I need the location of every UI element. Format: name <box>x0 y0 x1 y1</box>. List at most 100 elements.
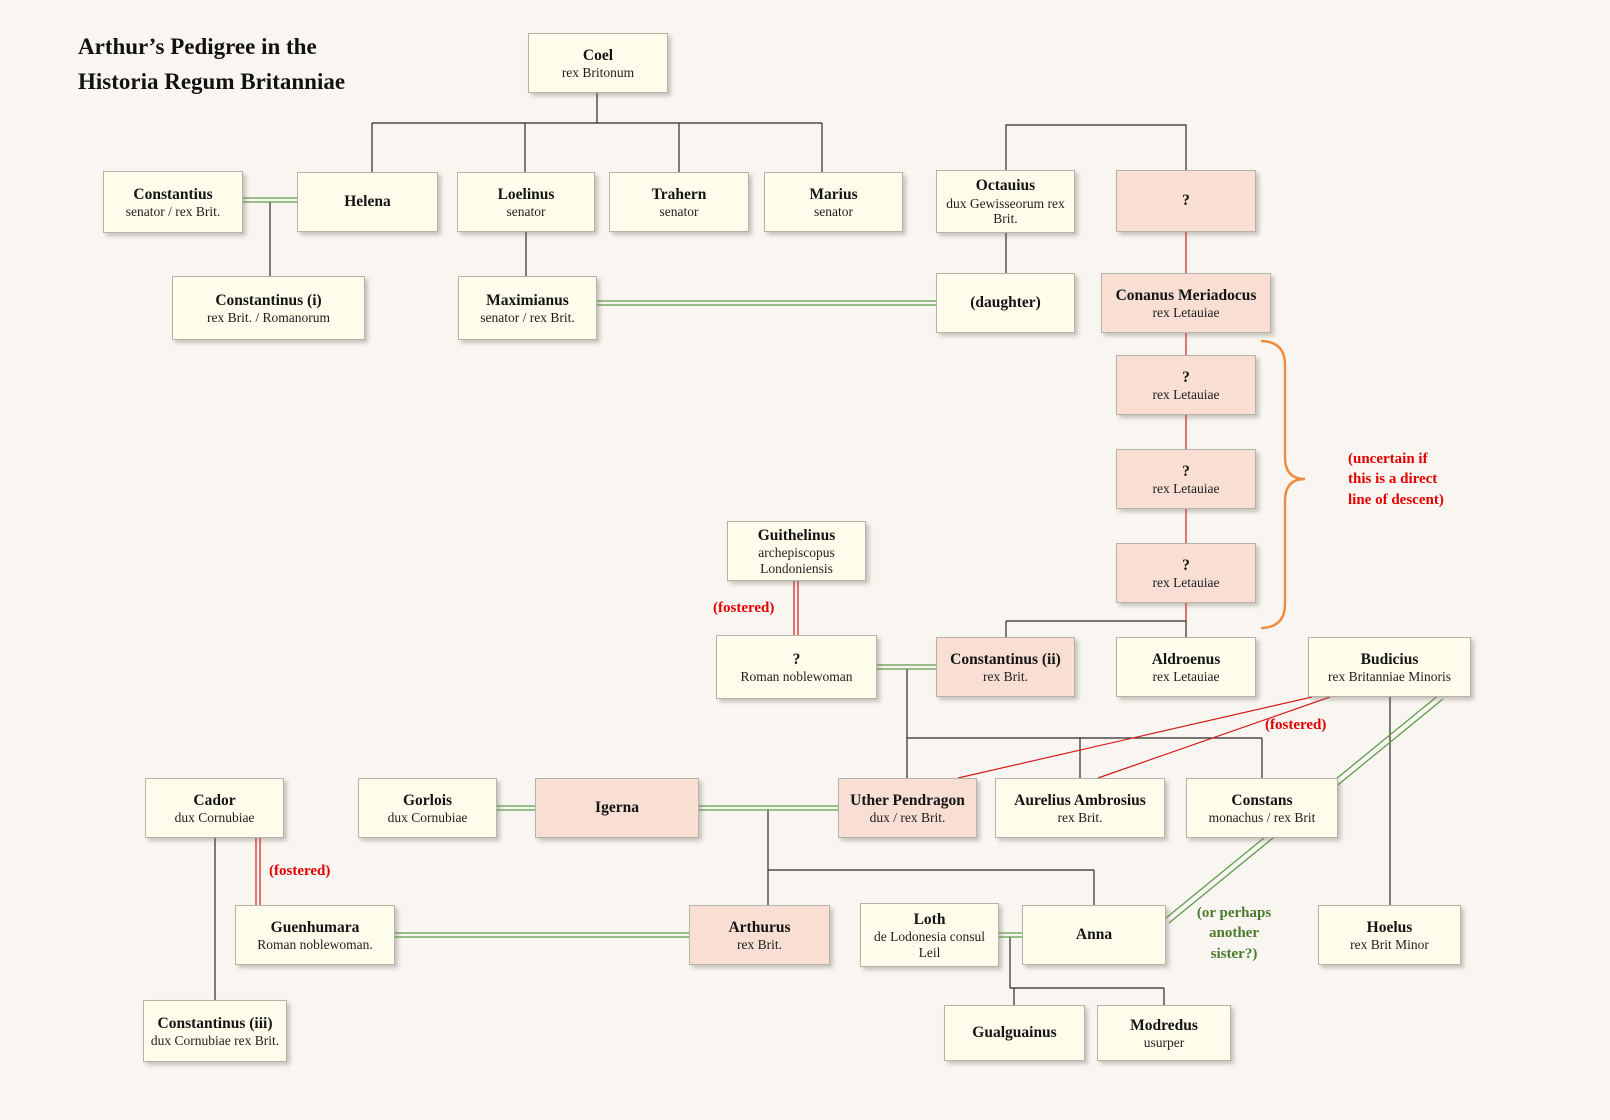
diagram-title: Arthur’s Pedigree in the Historia Regum … <box>78 34 346 94</box>
node-detail: dux Cornubiae <box>174 809 255 825</box>
node-detail: dux / rex Brit. <box>869 809 946 825</box>
node-detail: senator / rex Brit. <box>125 203 221 219</box>
node-detail: dux Cornubiae rex Brit. <box>150 1032 280 1048</box>
node-guithelinus: Guithelinus archepiscopus Londoniensis <box>727 521 866 581</box>
node-name: Constantinus (i) <box>215 291 322 309</box>
node-coel: Coel rex Britonum <box>528 33 668 93</box>
node-constantinus-ii: Constantinus (ii) rex Brit. <box>936 637 1075 697</box>
node-modredus: Modredus usurper <box>1097 1005 1231 1061</box>
node-marius: Marius senator <box>764 172 903 232</box>
node-detail: rex Letauiae <box>1152 304 1220 320</box>
node-igerna: Igerna <box>535 778 699 838</box>
node-detail: rex Letauiae <box>1152 574 1220 590</box>
node-aldroenus: Aldroenus rex Letauiae <box>1116 637 1256 697</box>
node-name: Loelinus <box>497 185 555 203</box>
node-unknown-rex-letauiae-1: ? rex Letauiae <box>1116 355 1256 415</box>
node-detail: rex Brit. / Romanorum <box>207 309 330 325</box>
node-constantius: Constantius senator / rex Brit. <box>103 171 243 233</box>
uncertainty-bracket <box>1260 339 1306 630</box>
node-detail: dux Gewisseorum rex Brit. <box>946 195 1065 227</box>
node-name: ? <box>792 650 801 668</box>
node-name: Constans <box>1231 791 1293 809</box>
node-hoelus: Hoelus rex Brit Minor <box>1318 905 1461 965</box>
fostered-note-budicius: (fostered) <box>1265 717 1327 733</box>
node-name: Marius <box>809 185 858 203</box>
node-detail: senator / rex Brit. <box>480 309 575 325</box>
node-name: Hoelus <box>1366 918 1413 936</box>
node-constantinus-iii: Constantinus (iii) dux Cornubiae rex Bri… <box>143 1000 287 1062</box>
node-name: Budicius <box>1360 650 1419 668</box>
node-detail: senator <box>506 203 546 219</box>
node-name: Aldroenus <box>1151 650 1221 668</box>
node-detail: rex Letauiae <box>1152 386 1220 402</box>
node-anna: Anna <box>1022 905 1166 965</box>
node-detail: senator <box>814 203 853 219</box>
node-detail: rex Brit. <box>1057 809 1103 825</box>
node-detail: de Lodonesia consul Leil <box>874 929 985 960</box>
node-detail: rex Britonum <box>561 64 635 80</box>
node-name: Trahern <box>651 185 707 203</box>
node-gorlois: Gorlois dux Cornubiae <box>358 778 497 838</box>
node-detail: Roman noblewoman <box>740 668 853 684</box>
fostered-note-guithelinus: (fostered) <box>713 600 775 616</box>
node-detail: rex Letauiae <box>1152 668 1220 684</box>
node-name: ? <box>1182 556 1190 574</box>
node-name: Constantius <box>133 185 213 203</box>
node-name: Maximianus <box>486 291 569 309</box>
node-name: Modredus <box>1130 1016 1198 1034</box>
fostered-note-cador: (fostered) <box>269 863 331 879</box>
node-conanus-meriadocus: Conanus Meriadocus rex Letauiae <box>1101 273 1271 333</box>
node-cador: Cador dux Cornubiae <box>145 778 284 838</box>
node-detail: dux Cornubiae <box>387 809 468 825</box>
node-name: Cador <box>193 791 236 809</box>
node-detail: Roman noblewoman. <box>257 936 373 952</box>
node-name: Constantinus (ii) <box>950 650 1061 668</box>
node-loelinus: Loelinus senator <box>457 172 595 232</box>
node-name: Anna <box>1075 926 1113 944</box>
node-name: Igerna <box>595 799 639 817</box>
node-name: Helena <box>344 193 391 211</box>
node-constans: Constans monachus / rex Brit <box>1186 778 1338 838</box>
node-name: ? <box>1182 368 1190 386</box>
node-roman-noblewoman: ? Roman noblewoman <box>716 635 877 699</box>
node-name: Octauius <box>975 177 1036 195</box>
node-detail: rex Brit. <box>983 668 1028 684</box>
node-name: ? <box>1182 462 1190 480</box>
node-name: Uther Pendragon <box>850 791 965 809</box>
node-unknown-rex-letauiae-2: ? rex Letauiae <box>1116 449 1256 509</box>
uncertain-descent-note: (uncertain if this is a direct line of d… <box>1348 451 1444 508</box>
node-detail: rex Brit. <box>737 936 782 952</box>
node-octauius: Octauius dux Gewisseorum rex Brit. <box>936 170 1075 233</box>
node-name: Guithelinus <box>757 526 836 544</box>
node-detail: rex Britanniae Minoris <box>1328 668 1451 684</box>
node-arthurus: Arthurus rex Brit. <box>689 905 830 965</box>
node-daughter: (daughter) <box>936 273 1075 333</box>
node-uther-pendragon: Uther Pendragon dux / rex Brit. <box>838 778 977 838</box>
node-detail: rex Letauiae <box>1152 480 1220 496</box>
descent-lines <box>214 93 1391 1005</box>
node-loth: Loth de Lodonesia consul Leil <box>860 903 999 967</box>
node-name: Coel <box>582 46 614 64</box>
node-detail: senator <box>659 203 699 219</box>
node-aurelius-ambrosius: Aurelius Ambrosius rex Brit. <box>995 778 1165 838</box>
node-name: (daughter) <box>970 294 1041 312</box>
alternate-sister-note: (or perhaps another sister?) <box>1196 905 1272 962</box>
node-detail: monachus / rex Brit <box>1208 809 1316 825</box>
node-detail: usurper <box>1143 1034 1185 1050</box>
node-name: Aurelius Ambrosius <box>1014 791 1146 809</box>
node-name: ? <box>1182 192 1190 210</box>
node-constantinus-i: Constantinus (i) rex Brit. / Romanorum <box>172 276 365 340</box>
node-trahern: Trahern senator <box>609 172 749 232</box>
node-unknown-rex-letauiae-3: ? rex Letauiae <box>1116 543 1256 603</box>
node-detail: archepiscopus Londoniensis <box>758 545 835 576</box>
node-name: Conanus Meriadocus <box>1115 286 1257 304</box>
node-name: Gorlois <box>402 791 453 809</box>
node-budicius: Budicius rex Britanniae Minoris <box>1308 637 1471 697</box>
node-name: Constantinus (iii) <box>157 1014 273 1032</box>
foster-lines <box>255 581 1331 905</box>
node-name: Gualguainus <box>972 1024 1057 1042</box>
node-guenhumara: Guenhumara Roman noblewoman. <box>235 905 395 965</box>
node-gualguainus: Gualguainus <box>944 1005 1085 1061</box>
node-maximianus: Maximianus senator / rex Brit. <box>458 276 597 340</box>
